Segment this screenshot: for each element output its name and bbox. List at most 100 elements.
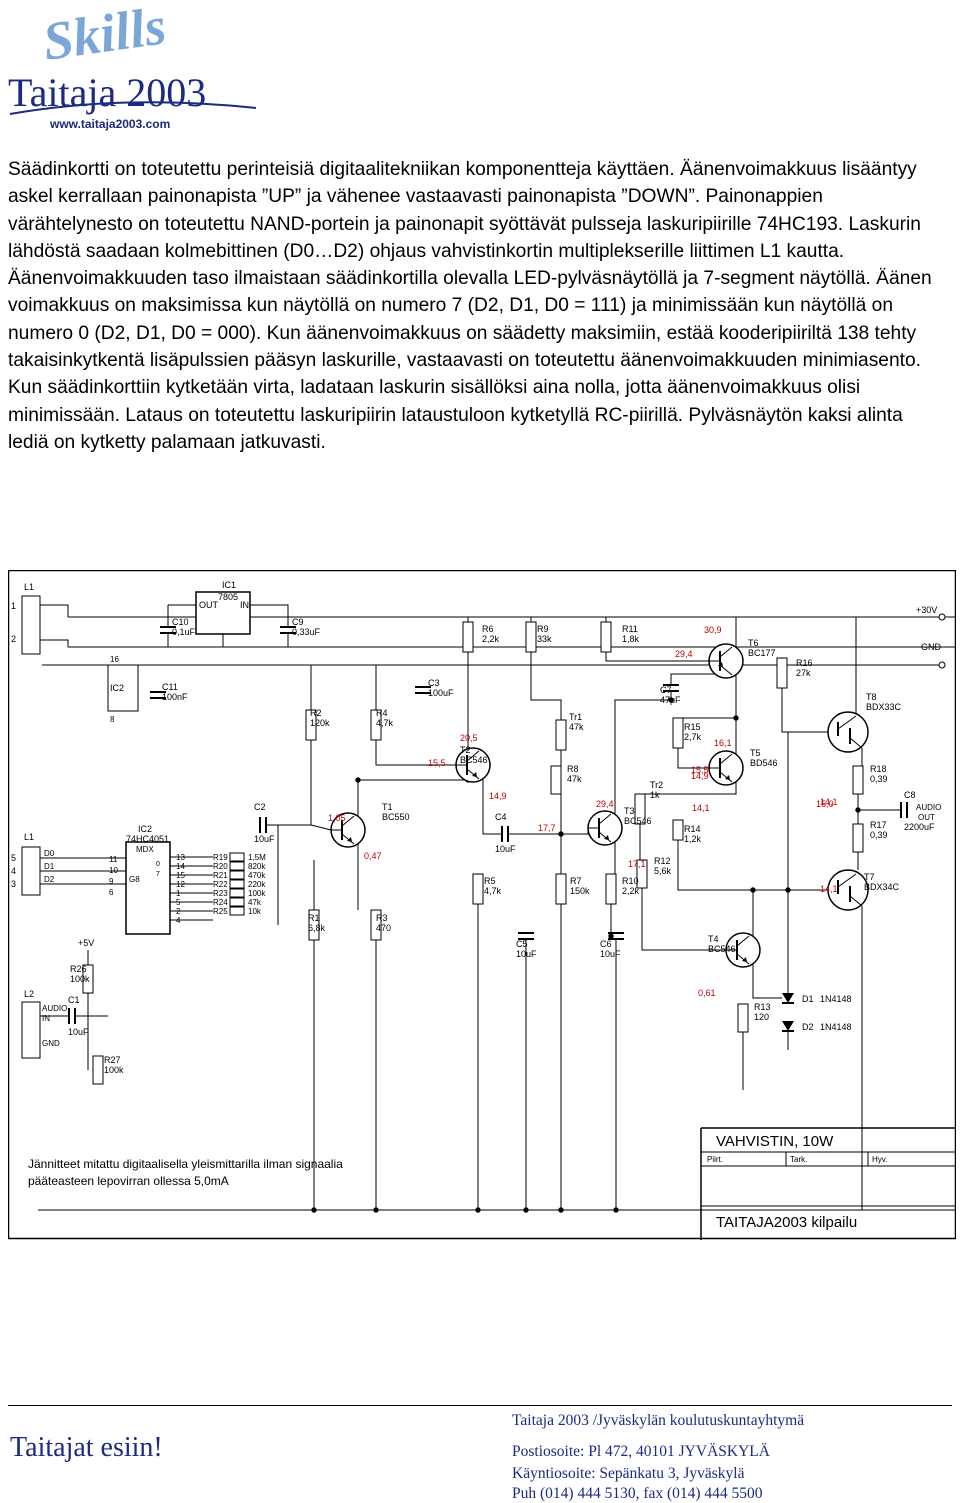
label-r6: R6 [482,624,494,634]
connector-l1-bottom [21,846,41,896]
description-paragraph-2: Kun säädinkorttiin kytketään virta, lada… [8,377,903,453]
connector-pin-label: 4 [11,866,16,876]
transistor-emitter [341,833,355,845]
value-c9: 0,33uF [292,627,321,637]
resistor-r20 [229,861,245,871]
value-r2: 120k [310,718,330,728]
voltage-reading: 29,4 [596,799,614,809]
transistor-collector [341,815,355,827]
value-c1: 10uF [68,1027,89,1037]
transistor-collector [736,935,750,947]
ic2-mux-pin: 0 [156,861,160,868]
resistor-r26 [82,964,94,994]
value-t5: BD546 [750,758,778,768]
resistor-r23 [229,888,245,898]
value-r8: 47k [567,774,582,784]
ic2-output-pin: 15 [176,871,185,880]
voltage-reading: 14,1 [820,797,838,807]
diode-d2 [782,1021,794,1031]
value-tr1: 47k [569,722,584,732]
label-c4: C4 [495,812,507,822]
transistor-emitter [598,831,612,843]
wire [250,604,289,627]
taitaja-logo: Skills Taitaja 2003 www.taitaja2003.com [6,4,266,134]
label-r9: R9 [537,624,549,634]
resistor-r18 [852,765,864,795]
connector-signal-label: D1 [44,862,55,871]
wire [640,782,737,795]
label-t5: T5 [750,748,761,758]
resistor-r8 [550,765,562,795]
resistor-r4 [370,709,382,741]
ic2-label: IC2 [138,824,152,834]
ic2-mux-label: MDX [136,845,154,854]
label-r5: R5 [484,876,496,886]
value-r3: 470 [376,923,391,933]
footer-divider [8,1405,952,1406]
value-d1: 1N4148 [820,994,852,1004]
label-c7: C7 [660,685,672,695]
resistor-tr2 [634,793,646,825]
label-t2: T2 [460,745,471,755]
darlington-emitter [849,895,863,907]
value-r23: 100k [248,889,266,898]
footer-postal-address: Postiosoite: Pl 472, 40101 JYVÄSKYLÄ [512,1443,770,1460]
label-c11: C11 [162,682,178,692]
voltage-reading: 16,1 [714,738,732,748]
description-text: Säädinkortti on toteutettu perinteisiä d… [8,156,943,456]
junction-dot [355,777,361,783]
audio-out-label-2: OUT [918,813,935,822]
connector-l1-top-label: L1 [24,582,34,592]
value-r7: 150k [570,886,590,896]
resistor-r9 [525,621,537,653]
resistor-r19 [229,852,245,862]
label-c9: C9 [292,617,304,627]
wire [605,652,709,662]
value-r12: 5,6k [654,866,672,876]
resistor-r24 [229,897,245,907]
title-block-field-checked: Tark. [790,1155,807,1164]
label-r3: R3 [376,913,388,923]
title-block: VAHVISTIN, 10W Piirt. Tark. Hyv. TAITAJA… [700,1127,956,1240]
label-t8: T8 [866,692,877,702]
transistor-emitter [719,771,733,783]
wire [781,688,828,733]
value-r20: 820k [248,862,266,871]
footer-phone: Puh (014) 444 5130, fax (014) 444 5500 [512,1485,763,1502]
wire [677,840,828,891]
value-r26: 100k [70,974,90,984]
value-r15: 2,7k [684,732,702,742]
label-r12: R12 [654,856,671,866]
value-r10: 2,2k [622,886,640,896]
label-r27: R27 [104,1055,121,1065]
connector-pin-label: 5 [11,853,16,863]
value-c3: 100uF [428,688,454,698]
label-tr1: Tr1 [569,712,582,722]
label-c8: C8 [904,790,916,800]
label-r10: R10 [622,876,639,886]
wire [641,888,726,951]
ic2-g8-label: G8 [129,875,140,884]
wire [40,639,69,647]
logo-swoosh-icon [9,101,257,115]
ic2-output-pin: 12 [176,880,185,889]
connector-signal-label: D2 [44,875,55,884]
value-c4: 10uF [495,844,516,854]
junction-dot [750,887,756,893]
value-r21: 470k [248,871,266,880]
connector-l2 [21,1001,41,1059]
value-r19: 1,5M [248,853,266,862]
ic1-pin-in: IN [240,600,249,610]
resistor-r1 [308,909,320,941]
label-r20: R20 [213,862,228,871]
ic2-type: 74HC4051 [126,834,169,844]
resistor-r11 [600,621,612,653]
audio-out-label-1: AUDIO [916,803,941,812]
label-c10: C10 [172,617,189,627]
value-c6: 10uF [600,949,621,959]
value-c5: 10uF [516,949,537,959]
label-d1: D1 [802,994,814,1004]
title-block-footer: TAITAJA2003 kilpailu [716,1214,857,1231]
resistor-r12 [636,859,648,889]
